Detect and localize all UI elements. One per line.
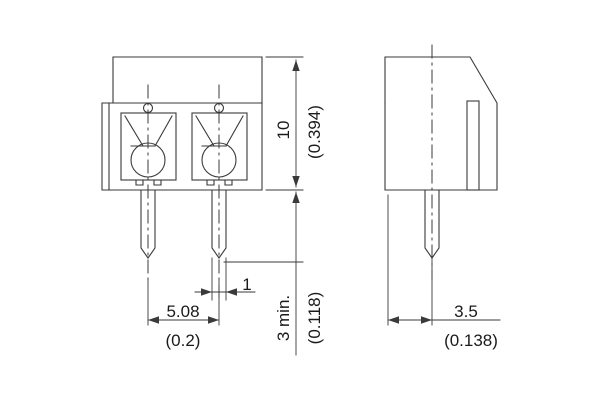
dimension-lines <box>147 56 501 356</box>
dimension-arrows <box>148 60 432 324</box>
side-slot <box>466 100 480 191</box>
front-main-body <box>101 102 263 191</box>
pin-1 <box>140 189 156 259</box>
label-height-mm: 10 <box>274 121 293 140</box>
label-height-in: (0.394) <box>305 105 324 159</box>
arrow-side-right <box>421 316 432 324</box>
pin-2-outline <box>211 189 227 259</box>
label-pitch-in: (0.2) <box>166 331 201 350</box>
pin-2 <box>211 189 227 259</box>
front-centerlines <box>147 84 220 301</box>
label-pin-thickness: 1 <box>242 275 251 294</box>
cavity-1-funnel-right <box>154 115 173 147</box>
label-pitch-mm: 5.08 <box>166 302 199 321</box>
label-side-offset-mm: 3.5 <box>454 302 478 321</box>
arrow-3min-top <box>292 192 300 203</box>
cavity-2-funnel-right <box>225 115 244 147</box>
arrow-h10-top <box>292 60 300 71</box>
front-view <box>101 56 263 259</box>
arrow-side-left <box>388 316 399 324</box>
arrow-h10-bottom <box>292 176 300 187</box>
cavity-1-tab-left <box>135 179 144 186</box>
cavity-2-tab-right <box>224 179 233 186</box>
cavity-2-tab-left <box>206 179 215 186</box>
cavity-1-tab-right <box>153 179 162 186</box>
label-side-offset-in: (0.138) <box>444 331 498 350</box>
side-view <box>384 56 498 259</box>
arrow-pitch-right <box>208 316 219 324</box>
arrow-pinw-right <box>226 288 237 296</box>
arrow-pinw-left <box>201 288 212 296</box>
pin-1-outline <box>140 189 156 259</box>
dimension-labels: 10 (0.394) 3 min. (0.118) 5.08 (0.2) 1 3… <box>166 105 498 350</box>
arrow-pitch-left <box>148 316 159 324</box>
label-pin-protrusion-mm: 3 min. <box>274 295 293 341</box>
label-pin-protrusion-in: (0.118) <box>305 292 324 345</box>
